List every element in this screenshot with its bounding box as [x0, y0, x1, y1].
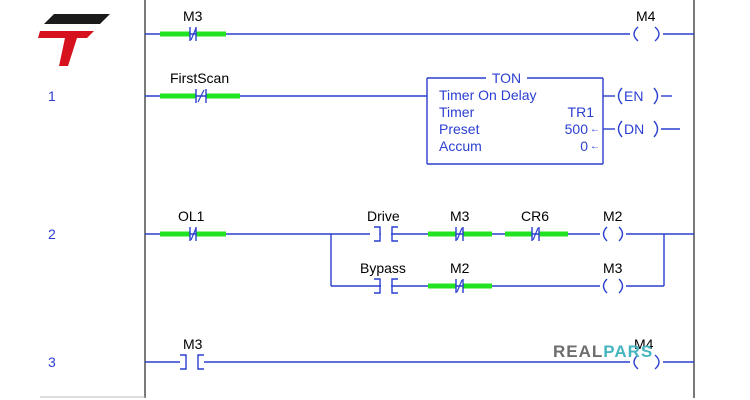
rung-3-output-tag: M4	[634, 336, 654, 352]
realpars-brand: REALPARS	[553, 342, 653, 362]
rung-2-top-output-tag: M2	[603, 208, 623, 224]
timer-dn-bit: DN	[624, 121, 645, 137]
timer-output-brackets	[617, 87, 659, 138]
accum-arrow-icon: ←	[590, 141, 600, 152]
rung-number-2: 2	[48, 226, 56, 242]
rung-number-3: 3	[48, 354, 56, 370]
cr6-tag: CR6	[521, 208, 550, 224]
accum-row-value: 0	[580, 138, 588, 154]
timer-row-value: TR1	[567, 104, 594, 120]
rung-2-input-tag: OL1	[178, 208, 205, 224]
rung-2-contact-cr6[interactable]	[505, 227, 568, 241]
rung-2-contact-drive[interactable]	[370, 226, 398, 242]
rung-0-contact-m3[interactable]	[160, 27, 226, 41]
rung-2-coil-m3[interactable]	[602, 278, 624, 294]
rung-2-bottom-output-tag: M3	[603, 260, 623, 276]
rung-0-output-tag: M4	[636, 8, 656, 24]
bypass-tag: Bypass	[360, 260, 406, 276]
rung-2-contact-m3[interactable]	[428, 227, 492, 241]
rung-2-contact-bypass[interactable]	[374, 278, 398, 294]
rung-0-input-tag: M3	[183, 8, 203, 24]
realpars-logo-icon	[38, 14, 110, 66]
rung-2-m2-tag: M2	[450, 260, 470, 276]
rung-2-contact-ol1[interactable]	[160, 227, 226, 241]
timer-header: TON	[491, 70, 522, 86]
drive-tag: Drive	[367, 208, 400, 224]
rung-1-contact-firstscan[interactable]	[160, 89, 240, 103]
rung-3-coil-m4[interactable]	[633, 354, 660, 370]
timer-box[interactable]	[426, 77, 604, 165]
rung-2-coil-m2[interactable]	[602, 226, 624, 242]
rung-2-m3-tag: M3	[450, 208, 470, 224]
timer-en-bit: EN	[624, 88, 644, 104]
rung-3-input-tag: M3	[183, 336, 203, 352]
timer-row-label: Timer	[439, 104, 475, 120]
preset-row-label: Preset	[439, 121, 480, 137]
preset-row-value: 500	[564, 121, 588, 137]
accum-row-label: Accum	[439, 138, 482, 154]
brand-pars: PARS	[603, 342, 654, 361]
brand-real: REAL	[553, 342, 604, 361]
timer-title: Timer On Delay	[439, 87, 537, 103]
preset-arrow-icon: ←	[590, 124, 600, 135]
rung-0-coil-m4[interactable]	[633, 26, 660, 42]
rung-number-1: 1	[48, 88, 56, 104]
rung-2-contact-m2[interactable]	[428, 279, 492, 293]
rung-1-input-tag: FirstScan	[170, 70, 230, 86]
rung-3-contact-m3[interactable]	[180, 354, 204, 370]
